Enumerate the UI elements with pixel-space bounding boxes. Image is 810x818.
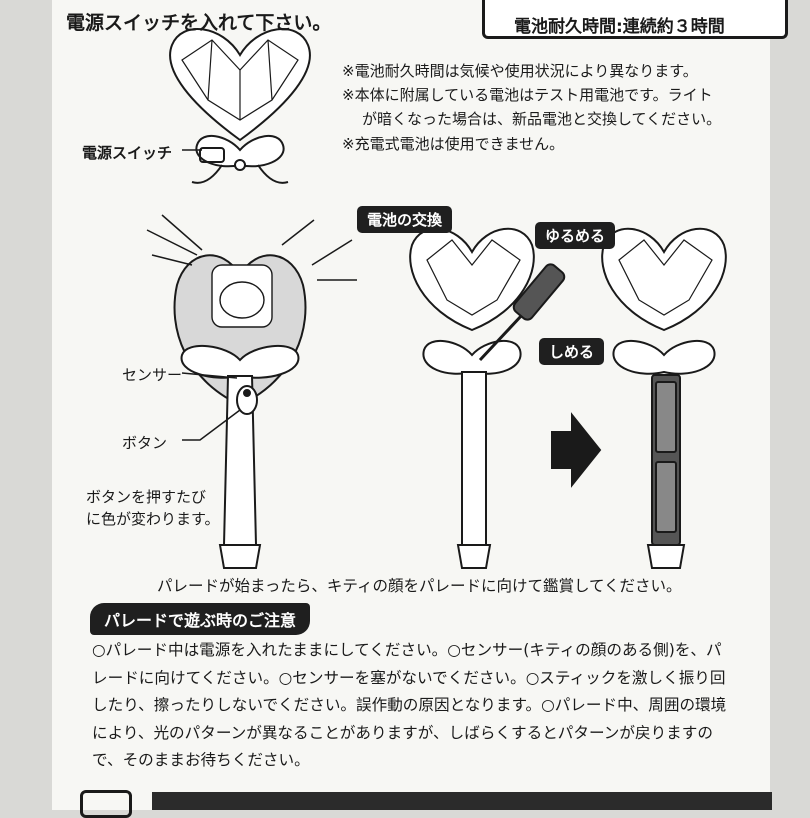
parade-notes-title: パレードで遊ぶ時のご注意 (90, 603, 311, 635)
parade-notes-body: ○パレード中は電源を入れたままにしてください。○センサー(キティの顔のある側)を… (92, 641, 727, 769)
note-1: ※電池耐久時間は気候や使用状況により異なります。 (342, 62, 698, 80)
note-2: ※本体に附属している電池はテスト用電池です。ライト (342, 86, 713, 104)
bottom-bar (152, 792, 772, 810)
note-2-cont: が暗くなった場合は、新品電池と交換してください。 (362, 110, 722, 128)
spec-box (482, 0, 788, 39)
button-label: ボタン (122, 434, 168, 452)
wand-batteries-drawing (601, 227, 727, 569)
illustrations (146, 28, 727, 569)
bottom-logo-icon (80, 790, 132, 818)
parade-caption: パレードが始まったら、キティの顔をパレードに向けて鑑賞してください。 (157, 577, 682, 595)
tighten-badge: しめる (539, 338, 605, 365)
glowing-wand-drawing (146, 214, 357, 569)
battery-life-label: 電池耐久時間:連続約３時間 (514, 17, 725, 37)
heart-wand-top-drawing (169, 28, 311, 184)
wand-screwdriver-drawing (409, 227, 566, 569)
battery-replacement-badge: 電池の交換 (357, 206, 453, 233)
sensor-label: センサー (122, 366, 183, 384)
note-3: ※充電式電池は使用できません。 (342, 135, 565, 153)
instruction-sheet: 電池耐久時間:連続約３時間 電源スイッチを入れて下さい。 ※電池耐久時間は気候や… (52, 0, 788, 818)
button-desc-line2: に色が変わります。 (86, 510, 220, 528)
power-switch-label: 電源スイッチ (82, 144, 173, 162)
button-desc-line1: ボタンを押すたび (86, 488, 207, 506)
power-switch-instruction: 電源スイッチを入れて下さい。 (66, 12, 332, 34)
loosen-badge: ゆるめる (535, 222, 616, 249)
right-arrow-icon (551, 412, 602, 488)
